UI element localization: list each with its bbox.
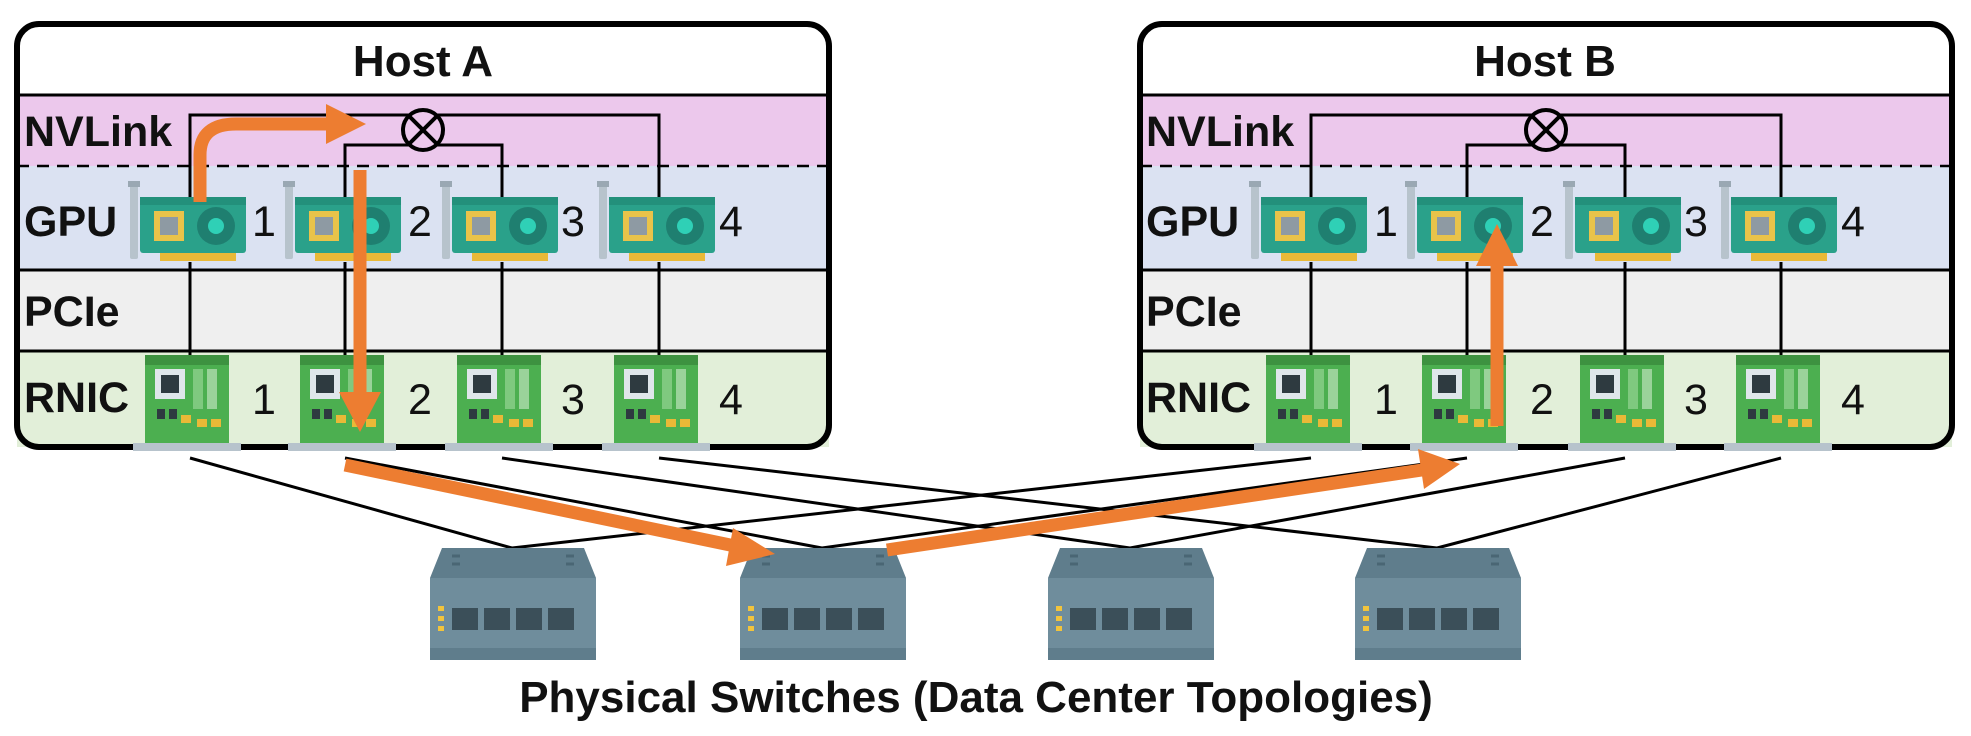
host-a-title: Host A: [353, 37, 493, 86]
network-card-icon: [445, 355, 553, 451]
host-a-rnic-number: 3: [561, 376, 585, 424]
host-b-rnic-label: RNIC: [1146, 374, 1251, 422]
network-switch-icon: [1353, 546, 1523, 662]
host-a-rnic-number: 4: [719, 376, 743, 424]
host-a-gpu-label: GPU: [24, 198, 117, 246]
network-card-icon: [1254, 355, 1362, 451]
host-a-nvlink-label: NVLink: [24, 108, 172, 156]
host-a-rnic-label: RNIC: [24, 374, 129, 422]
arrowhead-icon: [726, 528, 775, 566]
host-b-gpu-label: GPU: [1146, 198, 1239, 246]
network-switch-icon: [1046, 546, 1216, 662]
host-a-frame: [14, 21, 832, 450]
flow-arrow-to-switch: [343, 458, 737, 553]
host-b-title: Host B: [1474, 37, 1616, 86]
host-b-rnic-number: 4: [1841, 376, 1865, 424]
pcie-layer-bg: [1140, 270, 1952, 351]
host-a: Host A NVLink GPU PCIe RNIC 1: [14, 21, 832, 451]
host-b-frame: [1137, 21, 1955, 450]
host-a-pcie-wiring: [188, 262, 661, 355]
caption: Physical Switches (Data Center Topologie…: [519, 673, 1433, 722]
host-b-nvlink-label: NVLink: [1146, 108, 1294, 156]
host-a-gpu-number: 2: [408, 198, 432, 246]
network-card-icon: [288, 355, 396, 451]
host-b-gpu-number: 2: [1530, 198, 1554, 246]
host-a-rnic-number: 1: [252, 376, 276, 424]
network-switch-icon: [738, 546, 908, 662]
host-b-gpu-number: 1: [1374, 198, 1398, 246]
pcie-layer-bg: [17, 270, 829, 351]
host-b-pcie-wiring: [1309, 262, 1783, 355]
host-b-gpu-number: 4: [1841, 198, 1865, 246]
arrowhead-icon: [339, 392, 381, 432]
arrowhead-icon: [326, 104, 366, 144]
host-b-rnic-number: 2: [1530, 376, 1554, 424]
data-flow-path: [193, 117, 1504, 557]
host-a-gpu-number: 4: [719, 198, 743, 246]
host-a-gpu-number: 1: [252, 198, 276, 246]
network-card-icon: [1724, 355, 1832, 451]
flow-arrow-to-host-b: [886, 463, 1423, 557]
network-switch-icon: [428, 546, 598, 662]
circled-x-icon: [1524, 108, 1568, 152]
arrowhead-icon: [1418, 449, 1460, 489]
host-b-gpu-number: 3: [1684, 198, 1708, 246]
flow-arrow-nvlink: [193, 117, 330, 202]
arrowhead-icon: [1476, 224, 1518, 266]
host-a-gpu-number: 3: [561, 198, 585, 246]
circled-x-icon: [401, 108, 445, 152]
flow-arrowheads: [326, 104, 1518, 566]
network-card-icon: [602, 355, 710, 451]
network-card-icon: [1568, 355, 1676, 451]
host-b: Host B NVLink GPU PCIe RNIC 1 2 3 4: [1137, 21, 1955, 451]
host-b-pcie-label: PCIe: [1146, 288, 1242, 336]
host-a-rnic-number: 2: [408, 376, 432, 424]
host-b-rnic-number: 1: [1374, 376, 1398, 424]
physical-switches: [428, 546, 1523, 662]
host-a-pcie-label: PCIe: [24, 288, 120, 336]
network-card-icon: [133, 355, 241, 451]
host-b-rnic-number: 3: [1684, 376, 1708, 424]
